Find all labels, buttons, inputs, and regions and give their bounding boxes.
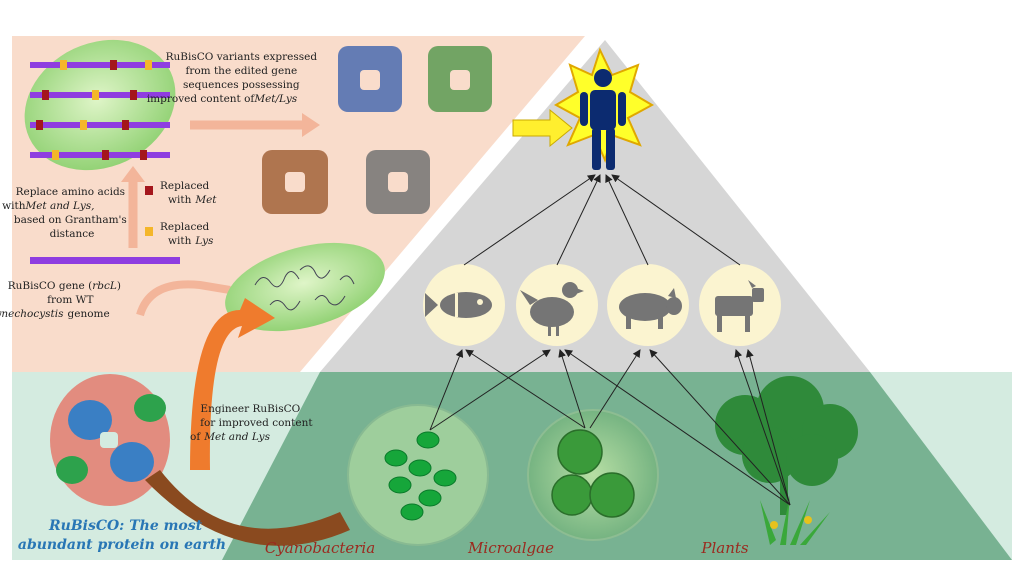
wt-gene-strip xyxy=(30,257,180,264)
rubisco-title: RuBisCO: The most abundant protein on ea… xyxy=(18,518,226,553)
rubisco-structure xyxy=(50,374,170,506)
animal-fish xyxy=(423,264,505,346)
rubisco-variant-gray xyxy=(366,150,430,214)
variants-caption: RuBisCO variants expressed from the edit… xyxy=(147,51,321,105)
rubisco-variant-green xyxy=(428,46,492,112)
food-arrows-upper xyxy=(463,174,741,266)
cow-icon xyxy=(715,280,764,332)
engineer-arrow xyxy=(190,298,275,470)
lys-legend-swatch xyxy=(145,227,153,236)
protein-cell xyxy=(225,242,385,332)
gene-strips xyxy=(30,60,170,160)
microalgae-cells xyxy=(551,429,635,518)
organism-microalgae: Microalgae xyxy=(467,539,554,557)
organism-cyanobacteria: Cyanobacteria xyxy=(265,539,375,557)
plant-grass xyxy=(760,495,830,545)
curve-arrow xyxy=(136,280,231,317)
engineer-arrow-base xyxy=(145,470,350,546)
yellow-arrow xyxy=(512,108,573,148)
up-arrow-head xyxy=(121,166,145,182)
fish-icon xyxy=(425,292,492,318)
animal-chicken xyxy=(516,264,598,346)
rubisco-variant-brown xyxy=(262,150,328,214)
gene-cell-ellipse xyxy=(24,39,176,171)
gene-caption: RuBisCO gene (rbcL) from WT Synechocysti… xyxy=(0,280,124,320)
food-arrows-lower xyxy=(429,349,791,506)
human-icon xyxy=(580,69,626,170)
protein-chains xyxy=(254,265,355,311)
right-arrow-head xyxy=(302,113,320,137)
animal-cow xyxy=(699,264,781,346)
plant-tree xyxy=(715,376,858,515)
rubisco-variant-blue xyxy=(338,46,402,112)
microalgae-circle xyxy=(527,409,659,541)
met-legend-swatch xyxy=(145,186,153,195)
animal-pig xyxy=(607,264,689,346)
cyanobacteria-cells xyxy=(384,431,457,521)
chicken-icon xyxy=(520,282,584,336)
pig-icon xyxy=(619,288,682,329)
organism-plants: Plants xyxy=(700,539,749,557)
engineer-caption: Engineer RuBisCO for improved content of… xyxy=(190,403,316,443)
replace-caption: Replace amino acids withMet and Lys, bas… xyxy=(2,186,130,240)
